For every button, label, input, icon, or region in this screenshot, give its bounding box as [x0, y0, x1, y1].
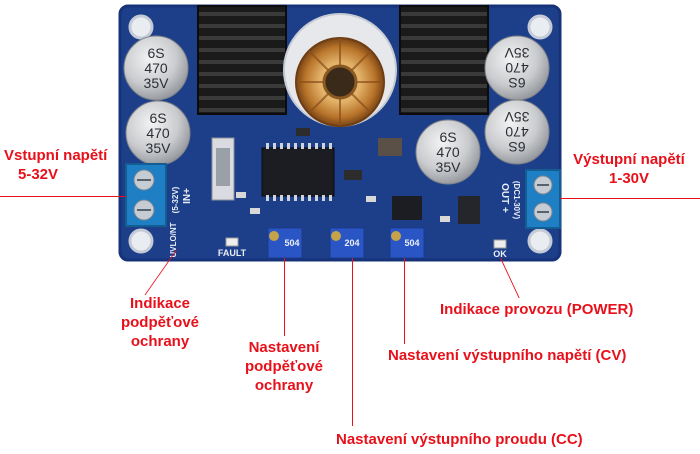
out-voltage-marking: (DC1-30V): [512, 181, 521, 220]
cap-text-2: 470: [144, 60, 168, 76]
potentiometer-uvlo: 504: [267, 227, 303, 259]
in-marking: IN+: [182, 188, 193, 204]
pot-code-mid: 204: [344, 238, 359, 248]
cap-text-2: 470: [505, 60, 529, 76]
ok-led: [493, 239, 507, 249]
output-range: 1-30V: [608, 170, 650, 187]
uvp-setting-line-1: Nastavení: [248, 339, 320, 356]
cap-text-3: 35V: [504, 45, 530, 61]
capacitor-top-right: 6S 470 35V: [484, 35, 550, 101]
uvp-indicator-line-2: podpěťové: [120, 314, 200, 331]
pot-code: 504: [404, 238, 419, 248]
ok-marking: OK: [493, 249, 507, 259]
output-terminal-block: [525, 169, 561, 229]
output-voltage-label: Výstupní napětí 1-30V: [564, 150, 694, 188]
cap-text-3: 35V: [144, 75, 170, 91]
capacitor-mid-left: 6S 470 35V: [125, 100, 191, 166]
controller-ic: [261, 143, 335, 201]
cap-text-3: 35V: [436, 159, 462, 175]
input-voltage-label: Vstupní napětí 5-32V: [4, 146, 107, 184]
cc-setting-label: Nastavení výstupního proudu (CC): [336, 431, 583, 448]
input-range: 5-32V: [18, 166, 59, 183]
input-title: Vstupní napětí: [4, 147, 108, 164]
toroid-inductor: [283, 13, 397, 127]
uvp-setting-label: Nastavení podpěťové ochrany: [232, 338, 336, 395]
capacitor-mid-right: 6S 470 35V: [484, 99, 550, 165]
out-marking: OUT +: [499, 183, 510, 213]
output-title: Výstupní napětí: [573, 151, 685, 168]
cap-text-1: 6S: [149, 110, 166, 126]
fault-marking: FAULT: [218, 248, 247, 258]
uvp-setting-line-2: podpěťové: [244, 358, 324, 375]
cap-text-1: 6S: [508, 139, 525, 155]
cap-text-2: 470: [146, 125, 170, 141]
power-indicator-label: Indikace provozu (POWER): [440, 301, 634, 318]
leader-cv: [404, 258, 405, 344]
heatsink-left: [197, 5, 287, 115]
fault-led: [225, 237, 239, 247]
uvp-indicator-line-3: ochrany: [130, 333, 190, 350]
uvp-indicator-line-1: Indikace: [129, 295, 191, 312]
pot-code: 504: [284, 238, 299, 248]
protection-diode: [211, 137, 235, 201]
leader-input: [0, 196, 126, 197]
cap-text-3: 35V: [504, 109, 530, 125]
cv-setting-label: Nastavení výstupního napětí (CV): [388, 347, 627, 364]
uvlo-marking: UVLO/NT: [169, 222, 178, 257]
capacitor-top-left: 6S 470 35V: [123, 35, 189, 101]
input-terminal-block: [125, 163, 167, 227]
cap-text-1: 6S: [439, 129, 456, 145]
uvp-setting-line-3: ochrany: [254, 377, 314, 394]
cap-text-3: 35V: [146, 140, 172, 156]
potentiometer-cc: 204: [329, 227, 365, 259]
cap-text-2: 470: [505, 124, 529, 140]
heatsink-right: [399, 5, 489, 115]
uvp-indicator-label: Indikace podpěťové ochrany: [112, 294, 208, 351]
leader-output: [560, 198, 700, 199]
smd-components: [236, 128, 480, 224]
in-voltage-marking: (5-32V): [171, 186, 180, 213]
cap-text-1: 6S: [508, 75, 525, 91]
cap-text-2: 470: [436, 144, 460, 160]
leader-cc: [352, 258, 353, 426]
capacitor-center: 6S 470 35V: [415, 119, 481, 185]
leader-uvp-setting: [284, 258, 285, 336]
cap-text-1: 6S: [147, 45, 164, 61]
potentiometer-cv: 504: [389, 227, 425, 259]
